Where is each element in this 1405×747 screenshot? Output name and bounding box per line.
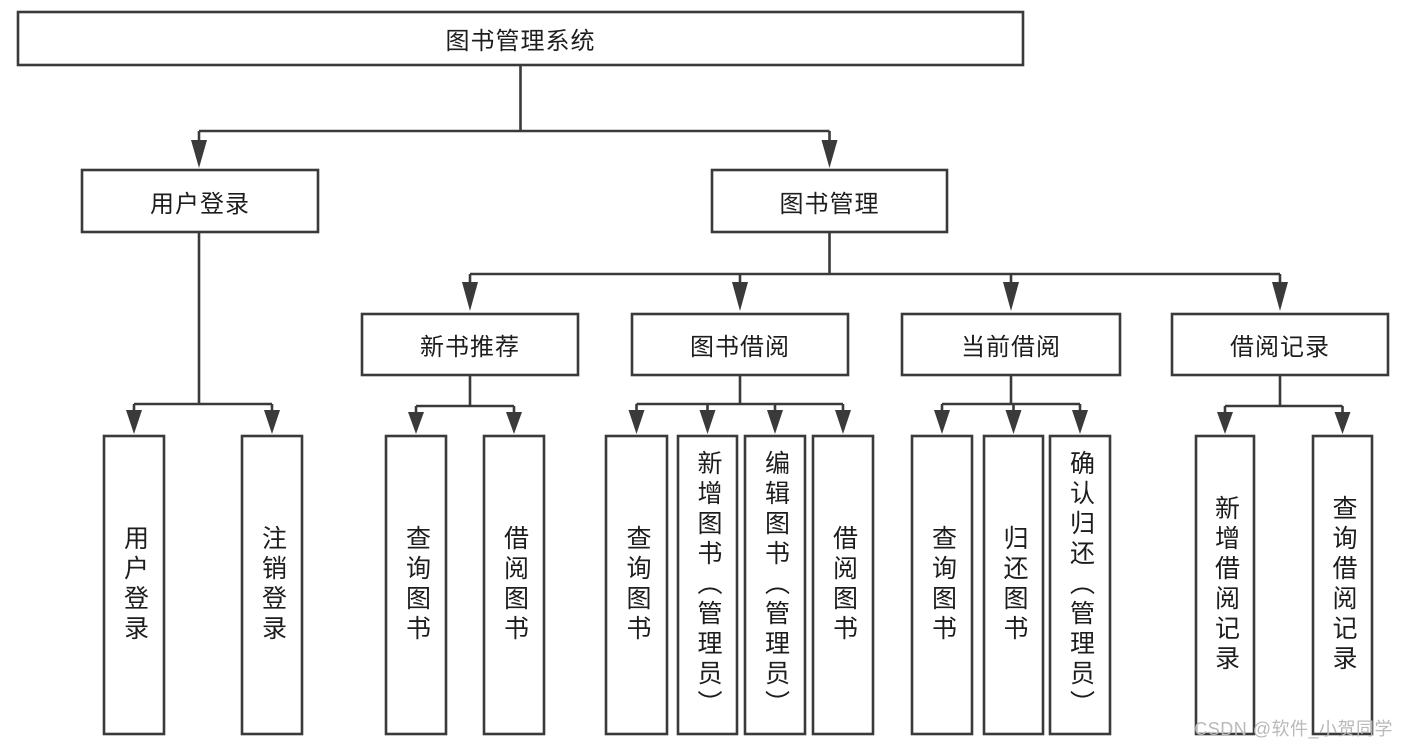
edge-group-new-book xyxy=(408,375,522,434)
arrow-head-icon xyxy=(1272,282,1288,311)
edge-group-borrow-record xyxy=(1217,375,1351,434)
leaf-box[interactable] xyxy=(676,434,739,736)
leaf-box[interactable] xyxy=(1311,434,1374,736)
node-box-book-management[interactable] xyxy=(710,168,949,234)
arrow-head-icon xyxy=(821,140,838,168)
arrow-head-icon xyxy=(835,410,851,434)
leaf-box[interactable] xyxy=(811,434,875,736)
arrow-head-icon xyxy=(408,412,424,434)
arrow-head-icon xyxy=(1005,410,1022,434)
node-box-book-borrow[interactable] xyxy=(630,312,850,377)
leaf-box[interactable] xyxy=(102,434,166,736)
leaf-box[interactable] xyxy=(910,434,974,736)
arrow-head-icon xyxy=(462,282,478,311)
leaf-box[interactable] xyxy=(1048,434,1112,736)
arrow-head-icon xyxy=(191,140,207,168)
arrow-head-icon xyxy=(506,412,522,434)
edge-group-book-mgmt xyxy=(462,232,1288,311)
node-box-new-book-recommend[interactable] xyxy=(360,312,580,377)
edge-group-root xyxy=(191,65,838,168)
watermark: CSDN @软件_小贺同学 xyxy=(1194,719,1393,739)
leaf-box[interactable] xyxy=(604,434,669,736)
arrow-head-icon xyxy=(699,410,716,434)
node-box-user-login[interactable] xyxy=(80,168,320,234)
node-box-root[interactable] xyxy=(16,10,1025,67)
arrow-head-icon xyxy=(1072,410,1088,434)
leaf-box[interactable] xyxy=(982,434,1045,736)
arrow-head-icon xyxy=(628,410,645,434)
arrow-head-icon xyxy=(1003,282,1019,311)
node-box-borrow-record[interactable] xyxy=(1170,312,1390,377)
leaf-box[interactable] xyxy=(240,434,304,736)
edge-group-user-login xyxy=(126,232,280,434)
node-box-current-borrow[interactable] xyxy=(900,312,1122,377)
arrow-head-icon xyxy=(934,410,950,434)
leaf-box[interactable] xyxy=(743,434,807,736)
leaf-box[interactable] xyxy=(1194,434,1256,736)
arrow-head-icon xyxy=(264,410,280,434)
arrow-head-icon xyxy=(732,282,748,311)
leaf-box[interactable] xyxy=(482,434,546,736)
arrow-head-icon xyxy=(1334,412,1351,434)
leaf-box[interactable] xyxy=(384,434,448,736)
edge-group-book-borrow xyxy=(628,375,851,434)
edge-group-current-borrow xyxy=(934,375,1088,434)
arrow-head-icon xyxy=(126,410,142,434)
arrow-head-icon xyxy=(1217,412,1233,434)
arrow-head-icon xyxy=(767,410,783,434)
